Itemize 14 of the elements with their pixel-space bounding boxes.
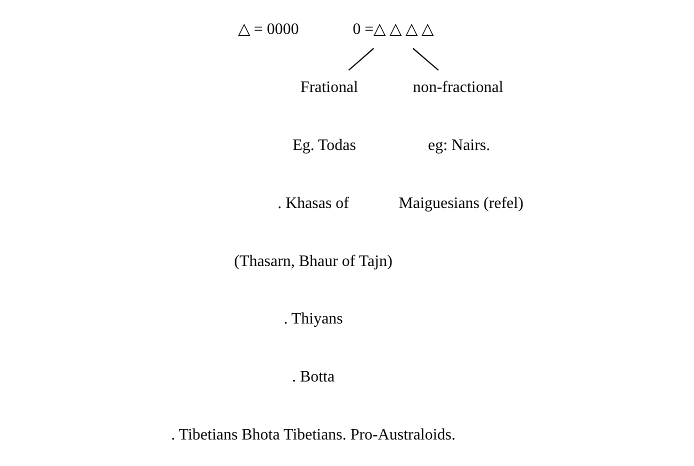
- label: eg: Nairs.: [428, 136, 490, 154]
- node-text: 0 =△ △ △ △: [352, 21, 434, 38]
- label: . Khasas of: [277, 194, 348, 212]
- label: (Thasarn, Bhaur of Tajn): [234, 252, 392, 270]
- label: Maiguesians (refel): [398, 194, 523, 212]
- label: . Thiyans: [283, 310, 342, 328]
- label: △ = 0000: [237, 21, 298, 38]
- connector: [348, 48, 374, 71]
- node-text: Frational: [300, 78, 358, 96]
- connector: [412, 48, 438, 71]
- label: Eg. Todas: [292, 136, 356, 154]
- label: . Botta: [292, 368, 334, 386]
- node-text: non-fractional: [412, 78, 503, 96]
- label: . Tibetians Bhota Tibetians. Pro-Australoids.: [170, 426, 455, 444]
